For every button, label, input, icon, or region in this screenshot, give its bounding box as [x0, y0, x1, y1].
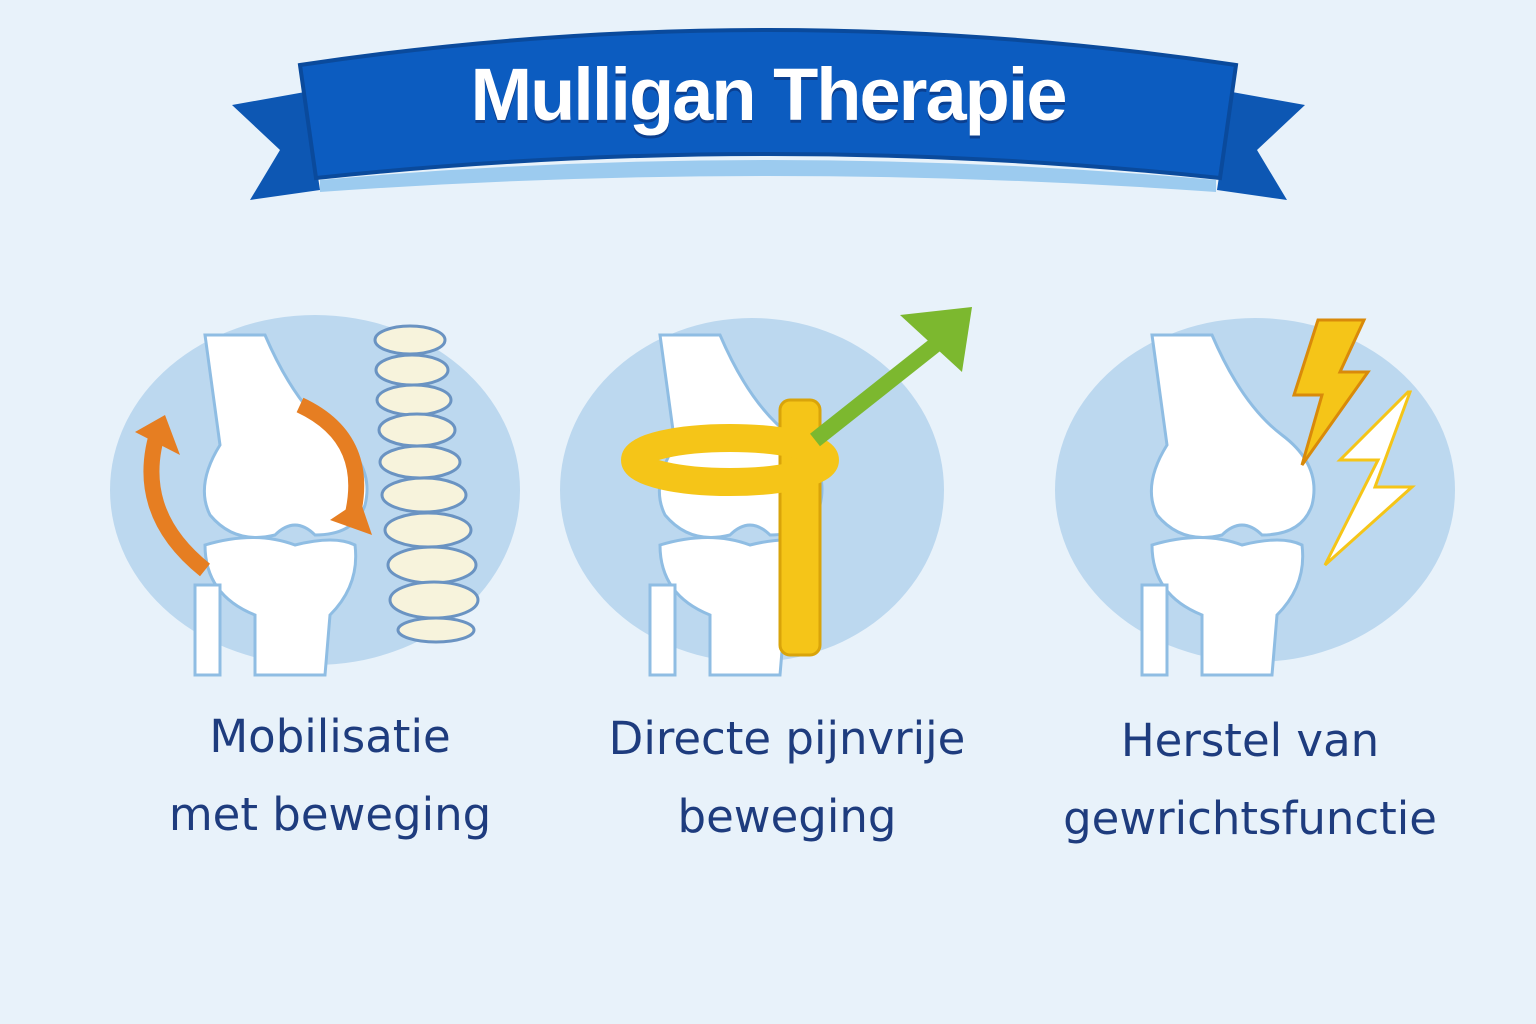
panel-3-illustration [1055, 318, 1455, 677]
label-line: Directe pijnvrije [608, 712, 966, 765]
label-line: Herstel van [1120, 714, 1380, 767]
rotation-arrow-icon [143, 422, 211, 577]
page-title: Mulligan Therapie [470, 53, 1067, 136]
label-line: beweging [677, 790, 897, 843]
title-banner [232, 28, 1305, 200]
label-line: met beweging [168, 788, 492, 841]
lightning-icon [1291, 318, 1371, 466]
panel-2-label: Directe pijnvrije beweging [557, 700, 1017, 856]
lightning-icon [1323, 390, 1416, 567]
panel-3-label: Herstel van gewrichtsfunctie [1020, 702, 1480, 858]
spine-icon [373, 324, 480, 644]
panel-1-illustration [110, 315, 520, 677]
label-line: gewrichtsfunctie [1063, 792, 1437, 845]
panel-1-label: Mobilisatie met beweging [100, 698, 560, 854]
label-line: Mobilisatie [209, 710, 451, 763]
up-arrow-icon [810, 338, 940, 447]
panel-2-illustration [560, 307, 972, 677]
